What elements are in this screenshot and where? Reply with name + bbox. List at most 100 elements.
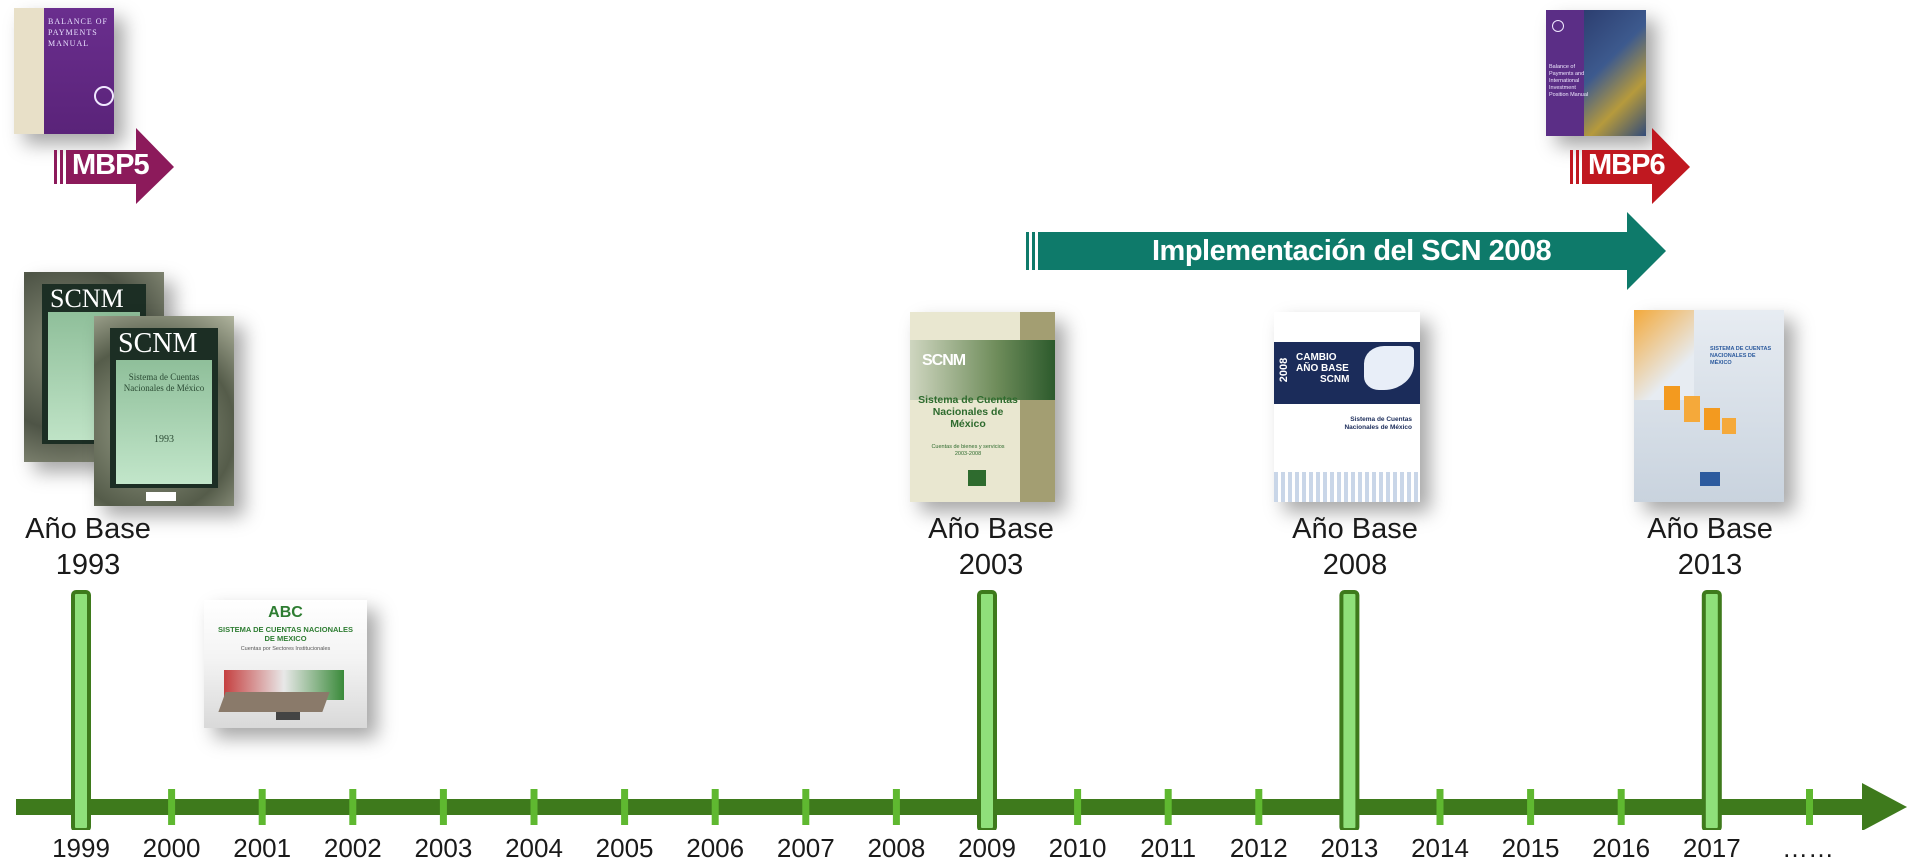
abc-cover-title: ABC: [268, 604, 303, 621]
tick-2014: [1436, 789, 1444, 825]
scnm-1993-back-title: SCNM: [50, 284, 124, 313]
implementation-label: Implementación del SCN 2008: [1152, 235, 1552, 267]
scnm-1993-front-title: SCNM: [118, 328, 198, 359]
mbp5-cover-text: Balance of Payments Manual: [48, 16, 112, 49]
year-label-2010: 2010: [1048, 833, 1107, 863]
implementation-arrow: [1026, 212, 1666, 290]
tick-2001: [258, 789, 266, 825]
year-label-2004: 2004: [505, 833, 563, 863]
tick-future: [1806, 789, 1813, 825]
tick-2000: [168, 789, 176, 825]
tick-2008: [892, 789, 900, 825]
mbp6-cover-line-4: Investment: [1549, 85, 1576, 91]
inegi-logo-icon: [968, 470, 986, 486]
mbp6-cover-line-5: Position Manual: [1549, 92, 1589, 98]
abc-cover-subtitle: SISTEMA DE CUENTAS NACIONALES DE MEXICO: [217, 625, 353, 643]
year-label-2008: 2008: [867, 833, 926, 863]
imf-seal-icon: [1552, 20, 1564, 32]
tick-2015: [1527, 789, 1535, 825]
mbp6-cover-text: Balance of Payments and International In…: [1549, 64, 1593, 99]
tick-2011: [1164, 789, 1172, 825]
year-label-2016: 2016: [1592, 833, 1651, 863]
mbp6-label: MBP6: [1588, 149, 1666, 181]
tick-2002: [349, 789, 357, 825]
scnm-2008-cover: 2008 CAMBIO AÑO BASE SCNM Sistema de Cue…: [1274, 312, 1420, 502]
base-year-label-2013-line1: Año Base: [1647, 513, 1773, 545]
year-label-2015: 2015: [1501, 833, 1560, 863]
mbp5-cover-line-2: Payments: [48, 28, 98, 37]
scnm-2008-title: Sistema de Cuentas Nacionales de México: [1344, 416, 1412, 431]
base-year-label-2008-line1: Año Base: [1292, 513, 1418, 545]
base-year-label-2003-line2: 2003: [958, 549, 1024, 581]
base-year-label-1993: Año Base 1993: [0, 511, 178, 583]
year-label-2007: 2007: [776, 833, 835, 863]
scnm-2003-title: Sistema de Cuentas Nacionales de México: [918, 394, 1018, 430]
mbp6-cover-line-2: Payments and: [1549, 71, 1585, 77]
imf-seal-icon: [94, 86, 114, 106]
inegi-logo-icon: [1700, 472, 1720, 486]
timeline-arrowhead: [1862, 783, 1907, 830]
year-label-2001: 2001: [233, 833, 292, 863]
scnm-2003-cover: SCNM Sistema de Cuentas Nacionales de Mé…: [910, 312, 1055, 502]
mbp6-cover: Balance of Payments and International In…: [1546, 10, 1646, 136]
scnm-1993-cover-front: SCNM Sistema de Cuentas Nacionales de Mé…: [94, 316, 234, 506]
base-year-label-2013-line2: 2013: [1677, 549, 1743, 581]
year-label-2012: 2012: [1229, 833, 1288, 863]
milestone-bar-1999: [71, 590, 91, 830]
milestone-bar-2017: [1701, 590, 1722, 830]
tick-2006: [711, 789, 719, 825]
year-label-1999: 1999: [52, 833, 110, 863]
year-label-2014: 2014: [1411, 833, 1469, 863]
tick-2012: [1255, 789, 1263, 825]
mbp6-arrow: [1570, 128, 1690, 204]
mbp6-cover-line-1: Balance of: [1549, 64, 1575, 70]
mbp5-cover-line-1: Balance of: [48, 17, 109, 26]
tick-2010: [1074, 789, 1082, 825]
inegi-logo-icon: [146, 492, 176, 501]
inegi-logo-icon: [276, 712, 300, 720]
tick-2016: [1617, 789, 1625, 825]
base-year-label-1993-line1: Año Base: [25, 513, 151, 545]
scnm-2013-cover: SISTEMA DE CUENTAS NACIONALES DE MÉXICO: [1634, 310, 1784, 502]
year-label-2005: 2005: [595, 833, 654, 863]
timeline-axis: [16, 590, 1907, 830]
scnm-2013-title: SISTEMA DE CUENTAS NACIONALES DE MÉXICO: [1710, 346, 1772, 366]
mbp5-label: MBP5: [72, 149, 150, 181]
abc-cover-note: Cuentas por Sectores Institucionales: [240, 646, 331, 652]
base-year-label-2008-line2: 2008: [1322, 549, 1388, 581]
scnm-2008-banner: CAMBIO AÑO BASE: [1296, 352, 1349, 374]
base-year-label-2013: Año Base 2013: [1620, 511, 1800, 583]
mbp5-arrow: [54, 128, 174, 204]
scnm-2008-logo: SCNM: [1320, 374, 1350, 385]
base-year-label-2003: Año Base 2003: [901, 511, 1081, 583]
year-label-2011: 2011: [1140, 833, 1197, 863]
mbp5-cover-line-3: Manual: [48, 39, 90, 48]
year-label-2000: 2000: [142, 833, 201, 863]
scnm-1993-front-year: 1993: [154, 434, 174, 445]
scnm-2003-note: Cuentas de bienes y servicios 2003-2008: [931, 444, 1005, 457]
year-label-2003: 2003: [414, 833, 473, 863]
base-year-label-2003-line1: Año Base: [928, 513, 1054, 545]
base-year-label-2008: Año Base 2008: [1265, 511, 1445, 583]
year-label-2017: 2017: [1682, 833, 1741, 863]
tick-2004: [530, 789, 538, 825]
milestone-bar-2013: [1339, 590, 1360, 830]
tick-2003: [439, 789, 447, 825]
year-label-2009: 2009: [958, 833, 1016, 863]
base-year-label-1993-line2: 1993: [55, 549, 121, 581]
year-label-2006: 2006: [686, 833, 745, 863]
mbp5-cover: Balance of Payments Manual: [14, 8, 114, 134]
year-label-2002: 2002: [323, 833, 382, 863]
scnm-2003-logo: SCNM: [922, 352, 966, 369]
milestone-bar-2009: [977, 590, 997, 830]
timeline-axis-line: [16, 799, 1870, 815]
year-label-2013: 2013: [1320, 833, 1379, 863]
mbp6-cover-line-3: International: [1549, 78, 1580, 84]
tick-2007: [802, 789, 810, 825]
scnm-2008-badge: 2008: [1278, 357, 1291, 383]
scnm-1993-front-subtitle: Sistema de Cuentas Nacionales de México: [123, 372, 205, 393]
abc-cover: ABC SISTEMA DE CUENTAS NACIONALES DE MEX…: [204, 600, 367, 728]
timeline-ellipsis: ……: [1782, 833, 1834, 863]
tick-2005: [621, 789, 629, 825]
